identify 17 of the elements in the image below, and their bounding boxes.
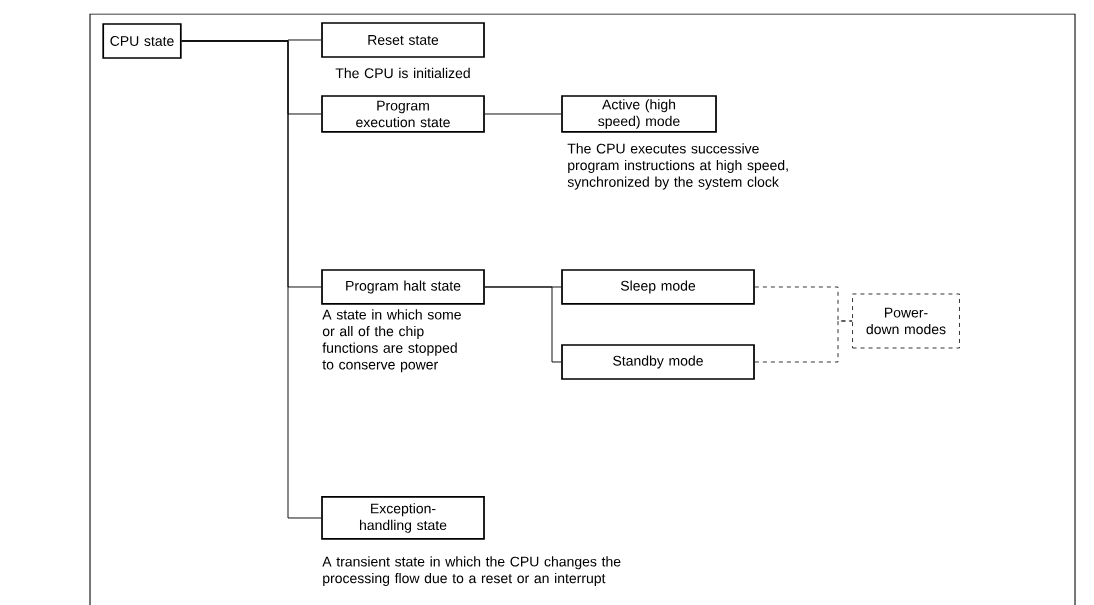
dashed-box: Power-down modes	[852, 293, 960, 349]
connector	[484, 113, 562, 115]
description-text: The CPU is initialized	[335, 67, 470, 79]
state-box: Program halt state	[321, 269, 485, 305]
state-box: CPU state	[102, 23, 182, 59]
description-text: A transient state in which the CPU changes the processing flow due to a reset or an interrupt	[322, 556, 621, 586]
connector	[484, 286, 562, 363]
state-box: Exception-handling state	[321, 496, 485, 540]
description-text: The CPU executes successive program instructions at high speed, synchronized by the system clock	[567, 143, 788, 190]
state-box: Reset state	[321, 22, 485, 58]
connector	[181, 40, 322, 519]
state-box: Active (high speed) mode	[561, 95, 717, 133]
state-box: Program execution state	[321, 95, 485, 133]
state-box: Standby mode	[561, 344, 755, 380]
description-text: A state in which some or all of the chip functions are stopped to conserve power	[322, 309, 461, 373]
connector	[754, 320, 853, 363]
state-box: Sleep mode	[561, 269, 755, 305]
